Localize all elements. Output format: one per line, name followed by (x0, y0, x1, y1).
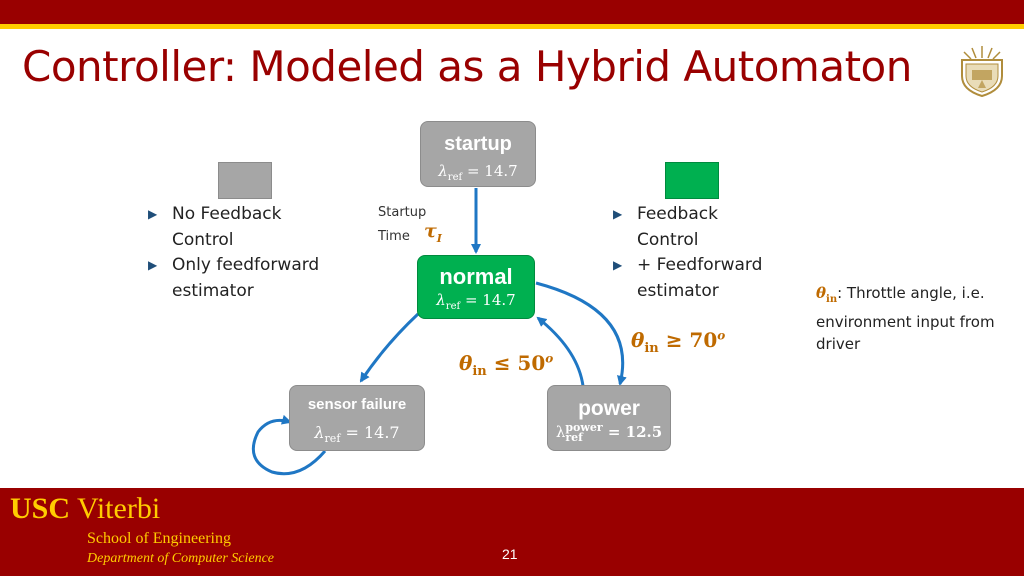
feedback-swatch (665, 162, 719, 199)
department-name: Department of Computer Science (87, 551, 275, 566)
arrow-power-to-normal (536, 316, 585, 387)
bullet-item: ▶ Only feedforward estimator (148, 253, 320, 304)
startup-time-label: Startup Time (378, 201, 426, 249)
tau-label: τI (424, 220, 442, 245)
bullet-arrow-icon: ▶ (613, 258, 623, 272)
bullet-text: Only feedforward (172, 255, 320, 275)
page-number: 21 (502, 546, 518, 562)
state-equation: λref = 14.7 (438, 162, 518, 183)
state-normal: normal λref = 14.7 (417, 255, 535, 319)
school-name: School of Engineering (87, 530, 231, 547)
theta-note: θin: Throttle angle, i.e. environment in… (816, 284, 995, 353)
state-name: normal (439, 264, 513, 289)
state-equation: λref = 14.7 (436, 291, 516, 312)
state-equation: λref = 14.7 (314, 423, 400, 446)
bullet-arrow-icon: ▶ (148, 207, 158, 221)
startup-label-line: Time (378, 229, 410, 244)
state-sensor-failure: sensor failure λref = 14.7 (289, 385, 425, 451)
guard-to-normal: θin ≤ 50o (459, 351, 554, 379)
bullet-item: ▶ + Feedforward estimator (613, 253, 763, 304)
bullet-item: ▶ No Feedback Control (148, 202, 319, 253)
slide-title: Controller: Modeled as a Hybrid Automato… (22, 42, 912, 91)
arrow-sensor-failure-self-loop (251, 414, 327, 476)
bullet-item: ▶ Feedback Control (613, 202, 762, 253)
usc-seal-icon (961, 46, 1003, 98)
state-name: startup (444, 133, 512, 155)
state-startup: startup λref = 14.7 (420, 121, 536, 187)
bullet-arrow-icon: ▶ (613, 207, 623, 221)
bullet-text: + Feedforward (637, 255, 763, 275)
no-feedback-swatch (218, 162, 272, 199)
arrow-normal-to-sensor-failure (359, 312, 420, 383)
bullet-text: Control (172, 229, 234, 250)
header-band (0, 0, 1024, 24)
header-gold-stripe (0, 24, 1024, 29)
bullet-text: Feedback (637, 204, 718, 224)
startup-label-line: Startup (378, 205, 427, 220)
state-name: sensor failure (307, 396, 407, 413)
guard-to-power: θin ≥ 70o (631, 328, 726, 356)
bullet-arrow-icon: ▶ (148, 258, 158, 272)
no-feedback-bullets: ▶ No Feedback Control ▶ Only feedforward… (148, 202, 320, 304)
bullet-text: No Feedback (172, 204, 282, 224)
feedback-bullets: ▶ Feedback Control ▶ + Feedforward estim… (613, 202, 763, 304)
bullet-text: estimator (637, 280, 719, 301)
bullet-text: Control (637, 229, 699, 250)
arrow-normal-to-power (535, 281, 627, 386)
bullet-text: estimator (172, 280, 254, 301)
usc-viterbi-logo: USC Viterbi (10, 492, 161, 525)
footer-band (0, 488, 1024, 576)
state-name: power (578, 397, 640, 420)
